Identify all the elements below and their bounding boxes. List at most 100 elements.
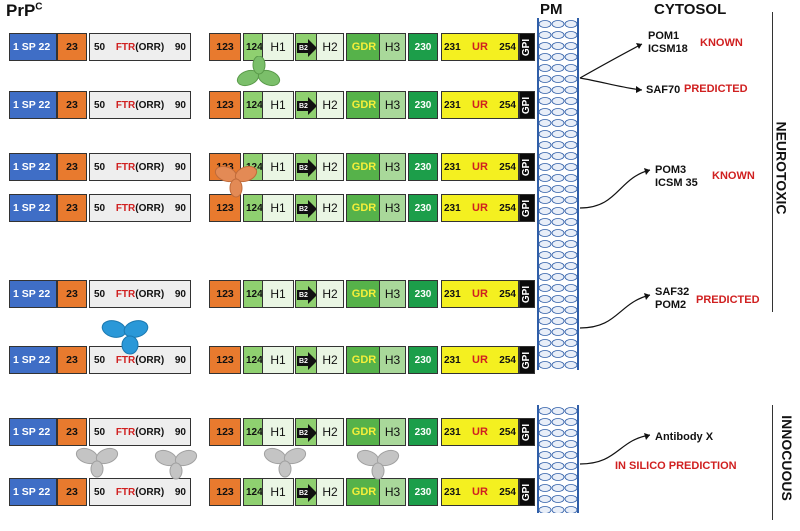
helix2-domain: H2	[316, 478, 344, 506]
connector-curves	[579, 43, 651, 465]
gpi-label: GPI	[521, 423, 533, 441]
residue-123-block: 123	[209, 91, 241, 119]
b2-arrow-icon: B2	[297, 159, 317, 177]
residue-230-block: 230	[408, 33, 438, 61]
lipid-mark	[538, 163, 552, 171]
gpi-anchor: GPI	[519, 33, 535, 61]
lipid-mark	[564, 506, 578, 513]
ur-start: 231	[444, 161, 461, 173]
helix3-domain: H3	[379, 478, 406, 506]
group2-status: PREDICTED	[684, 83, 748, 95]
lipid-mark	[564, 196, 578, 204]
residue-23-block: 23	[57, 418, 87, 446]
ur-start: 231	[444, 202, 461, 214]
ftr-start: 50	[94, 426, 106, 438]
beta2-domain: B2	[295, 346, 319, 374]
lipid-mark	[564, 229, 578, 237]
b2-arrow-icon: B2	[297, 352, 317, 370]
b2-arrow-icon: B2	[297, 97, 317, 115]
lipid-mark	[538, 328, 552, 336]
signal-peptide-domain: 1 SP 22	[9, 33, 57, 61]
residue-230-block: 230	[408, 346, 438, 374]
b2-arrow-icon: B2	[297, 200, 317, 218]
gpi-label: GPI	[521, 285, 533, 303]
lipid-mark	[551, 42, 565, 50]
antibody-gray-icon-2	[154, 449, 198, 480]
lipid-mark	[551, 350, 565, 358]
lipid-mark	[538, 451, 552, 459]
residue-230-block: 230	[408, 91, 438, 119]
lipid-mark	[564, 418, 578, 426]
lipid-mark	[538, 484, 552, 492]
lipid-mark	[538, 284, 552, 292]
lipid-mark	[564, 185, 578, 193]
residue-124-label: 124	[246, 202, 263, 214]
lipid-mark	[538, 130, 552, 138]
antibody-gray-icon-1	[75, 447, 119, 478]
lipid-mark	[551, 152, 565, 160]
ur-end: 254	[499, 99, 516, 111]
helix2-domain: H2	[316, 346, 344, 374]
lipid-mark	[551, 284, 565, 292]
lipid-mark	[538, 42, 552, 50]
helix1-domain: H1	[262, 194, 294, 222]
lipid-mark	[538, 262, 552, 270]
residue-23-block: 23	[57, 478, 87, 506]
gpi-anchor: GPI	[519, 91, 535, 119]
neurotoxic-bracket	[772, 12, 773, 312]
signal-peptide-domain: 1 SP 22	[9, 91, 57, 119]
lipid-mark	[564, 451, 578, 459]
lipid-mark	[551, 196, 565, 204]
ftr-end: 90	[174, 288, 186, 300]
lipid-mark	[538, 119, 552, 127]
prp-row-7: 1 SP 222350FTR(ORR)90123124B1H1B2H2GDRH3…	[9, 418, 535, 446]
lipid-mark	[538, 339, 552, 347]
b2-arrow-icon: B2	[297, 484, 317, 502]
pm-header: PM	[540, 1, 563, 18]
group3-status: KNOWN	[712, 170, 755, 182]
lipid-mark	[538, 185, 552, 193]
lipid-mark	[551, 163, 565, 171]
ftr-label: FTR(ORR)	[115, 486, 165, 498]
lipid-mark	[564, 339, 578, 347]
lipid-mark	[564, 174, 578, 182]
group4-status: PREDICTED	[696, 294, 760, 306]
lipid-mark	[564, 75, 578, 83]
residue-123-block: 123	[209, 346, 241, 374]
lipid-mark	[538, 495, 552, 503]
ftr-end: 90	[174, 486, 186, 498]
gpi-anchor: GPI	[519, 346, 535, 374]
lipid-mark	[564, 218, 578, 226]
lipid-mark	[538, 75, 552, 83]
prp-label: PrP	[6, 1, 36, 20]
helix2-domain: H2	[316, 91, 344, 119]
ftr-start: 50	[94, 486, 106, 498]
connector-group1	[579, 43, 643, 79]
antibody-orange-icon	[214, 165, 258, 198]
helix3-domain: H3	[379, 280, 406, 308]
ur-end: 254	[499, 486, 516, 498]
lipid-mark	[538, 229, 552, 237]
lipid-mark	[538, 97, 552, 105]
ur-label: UR	[472, 486, 488, 498]
lipid-mark	[551, 495, 565, 503]
ftr-label: FTR(ORR)	[115, 288, 165, 300]
lipid-mark	[538, 506, 552, 513]
beta2-domain: B2	[295, 418, 319, 446]
gdr-domain: GDR	[346, 346, 382, 374]
gdr-domain: GDR	[346, 418, 382, 446]
lipid-mark	[551, 462, 565, 470]
lipid-mark	[551, 64, 565, 72]
gdr-domain: GDR	[346, 153, 382, 181]
residue-123-block: 123	[209, 478, 241, 506]
gpi-label: GPI	[521, 199, 533, 217]
signal-peptide-domain: 1 SP 22	[9, 194, 57, 222]
ur-label: UR	[472, 426, 488, 438]
connector-group4	[579, 294, 651, 329]
